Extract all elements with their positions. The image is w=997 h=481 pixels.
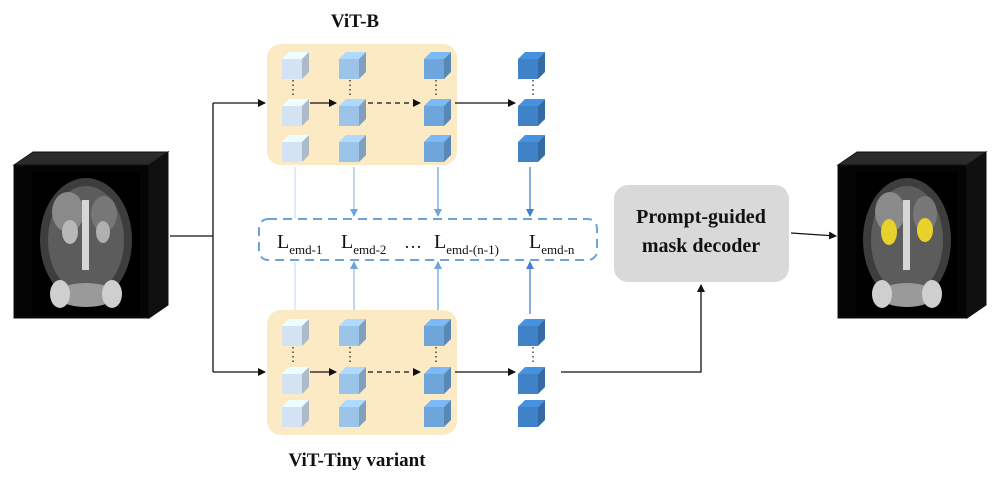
token-cube [424, 319, 451, 346]
vit-tiny-title: ViT-Tiny variant [288, 450, 426, 471]
embedding-loss-box [258, 218, 598, 261]
token-cube [339, 367, 366, 394]
token-cube [339, 400, 366, 427]
encoder-layer-arrows [310, 99, 516, 376]
token-cube [282, 135, 309, 162]
token-cube [424, 367, 451, 394]
loss-ellipsis: … [404, 232, 422, 252]
vit-b-title: ViT-B [331, 11, 380, 32]
vertical-ellipses [292, 80, 534, 365]
token-cube [339, 319, 366, 346]
ct-scan-segmented-output-image [836, 151, 988, 319]
token-cubes [282, 52, 545, 427]
distillation-connectors [294, 167, 534, 314]
ct-scan-input-image [12, 151, 170, 319]
token-cube [518, 52, 545, 79]
loss-label: Lemd-2 [341, 231, 386, 257]
decoder-label-line2: mask decoder [642, 235, 760, 257]
token-cube [282, 99, 309, 126]
kidney-right-mask [917, 218, 933, 242]
token-cube [339, 99, 366, 126]
token-cube [282, 319, 309, 346]
token-cube [518, 367, 545, 394]
token-cube [424, 52, 451, 79]
input-branch-connectors [170, 99, 266, 376]
token-cube [424, 99, 451, 126]
mask-decoder-box [614, 185, 789, 282]
loss-label: Lemd-(n-1) [434, 231, 499, 257]
loss-label: Lemd-1 [277, 231, 322, 257]
embedding-loss-labels: Lemd-1 Lemd-2 … Lemd-(n-1) Lemd-n [277, 231, 575, 257]
token-cube [518, 135, 545, 162]
token-cube [518, 319, 545, 346]
token-cube [282, 400, 309, 427]
token-cube [518, 400, 545, 427]
token-cube [424, 400, 451, 427]
decoder-connectors [561, 231, 837, 373]
token-cube [518, 99, 545, 126]
token-cube [424, 135, 451, 162]
kidney-left-mask [881, 219, 897, 245]
token-cube [282, 367, 309, 394]
token-cube [282, 52, 309, 79]
token-cube [339, 52, 366, 79]
decoder-label-line1: Prompt-guided [636, 206, 766, 228]
loss-label: Lemd-n [529, 231, 575, 257]
token-cube [339, 135, 366, 162]
